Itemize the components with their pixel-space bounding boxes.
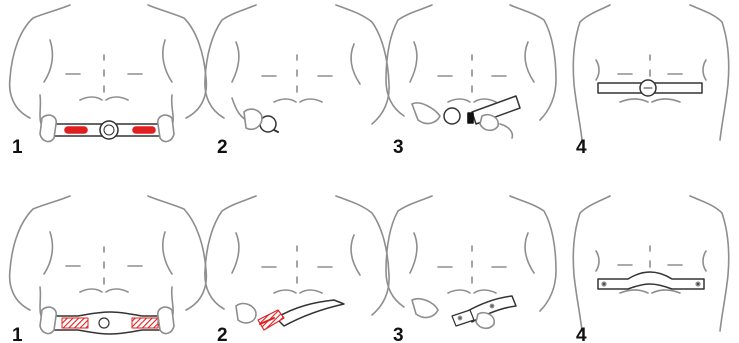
chest-strap: [258, 300, 344, 330]
torso-outline: [205, 196, 389, 315]
chest-strap: [52, 121, 164, 139]
torso-outline: [10, 5, 207, 135]
step-label-row2-1: 1: [12, 325, 23, 343]
step-label-row2-3: 3: [393, 325, 404, 343]
hands: [412, 299, 494, 329]
step-label-row1-3: 3: [393, 137, 404, 158]
torso-outline: [386, 196, 556, 311]
step-label-row2-4: 4: [576, 325, 587, 343]
panel-row2-step2: [205, 196, 389, 330]
panel-row1-step2: [205, 5, 389, 132]
sensor-unit: [444, 108, 460, 124]
hand: [244, 109, 262, 129]
panel-row1-step1: [10, 5, 207, 141]
panel-row1-step3: [386, 5, 556, 138]
chest-strap: [598, 272, 704, 289]
torso-outline: [573, 196, 729, 331]
step-label-row1-1: 1: [12, 137, 23, 158]
panel-row2-step4: [573, 196, 729, 331]
torso-outline: [386, 5, 556, 120]
step-label-row1-4: 4: [576, 137, 587, 158]
panel-row1-step4: [573, 5, 729, 140]
panel-row2-step1: [10, 196, 207, 334]
torso-outline: [573, 5, 729, 140]
torso-outline: [10, 196, 207, 327]
chest-strap: [52, 312, 166, 334]
panel-row2-step3: [386, 196, 556, 328]
step-label-row2-2: 2: [217, 325, 228, 343]
hand: [236, 304, 256, 323]
torso-outline: [205, 5, 389, 124]
chest-strap: [598, 80, 702, 96]
step-label-row1-2: 2: [217, 137, 228, 158]
